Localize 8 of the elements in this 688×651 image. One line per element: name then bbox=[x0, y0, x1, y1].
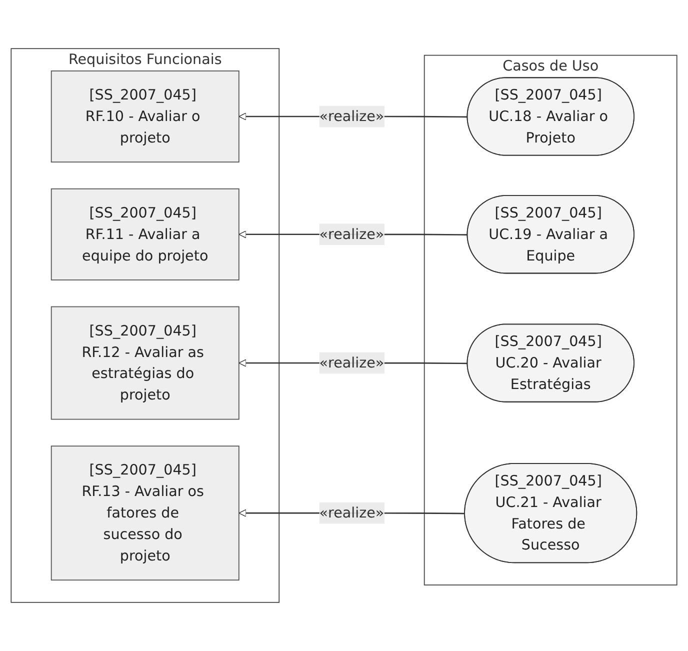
node-box: [SS_2007_045] RF.13 - Avaliar os fatores de sucesso do projeto bbox=[50, 446, 240, 581]
node-box: [SS_2007_045] RF.11 - Avaliar a equipe do projeto bbox=[50, 188, 240, 280]
edge-label: «realize» bbox=[319, 354, 384, 372]
edge-label: «realize» bbox=[319, 504, 384, 522]
edge-label: «realize» bbox=[319, 225, 384, 242]
edge-label: «realize» bbox=[319, 108, 384, 125]
node-box: [SS_2007_045] RF.10 - Avaliar o projeto bbox=[50, 70, 240, 162]
node-box: [SS_2007_045] RF.12 - Avaliar as estratégias do projeto bbox=[50, 306, 240, 420]
